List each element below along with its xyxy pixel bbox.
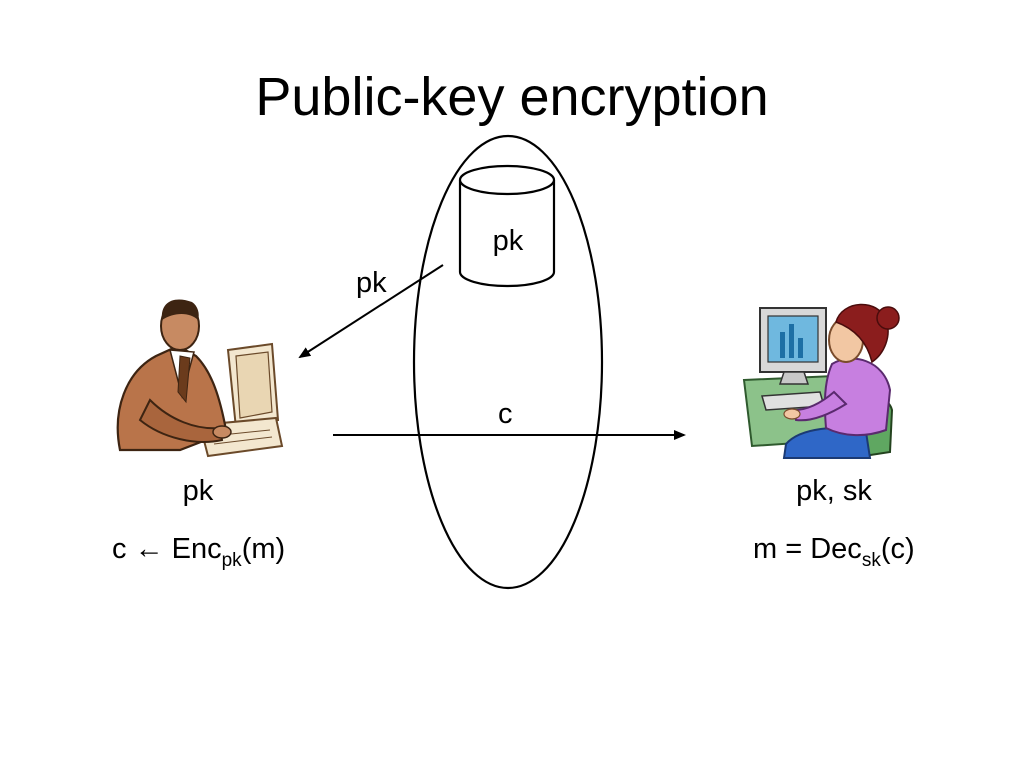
dec-argument: (c) bbox=[880, 533, 915, 565]
dec-lhs: m bbox=[753, 533, 778, 565]
woman-at-computer-icon bbox=[742, 303, 900, 459]
key-arrow bbox=[298, 264, 444, 359]
encryption-formula: c ← Encpk(m) bbox=[112, 532, 286, 571]
enc-function: Enc bbox=[171, 533, 222, 565]
enc-lhs: c bbox=[112, 533, 127, 565]
database-cylinder-icon bbox=[458, 164, 556, 288]
dec-subscript: sk bbox=[861, 550, 881, 571]
ciphertext-arrow-label: c bbox=[498, 398, 513, 430]
slide-title: Public-key encryption bbox=[255, 67, 769, 127]
channel-ellipse bbox=[412, 134, 604, 590]
receiver-keys-label: pk, sk bbox=[796, 475, 872, 507]
sender-keys-label: pk bbox=[182, 475, 214, 507]
dec-function: Dec bbox=[810, 533, 862, 565]
decryption-formula: m = Decsk(c) bbox=[753, 532, 915, 571]
database-label: pk bbox=[492, 225, 524, 257]
left-arrow: ← bbox=[134, 533, 164, 565]
man-at-computer-icon bbox=[116, 299, 284, 458]
enc-subscript: pk bbox=[221, 550, 242, 571]
equals-sign: = bbox=[785, 533, 803, 565]
key-arrow-label: pk bbox=[356, 267, 387, 299]
enc-argument: (m) bbox=[241, 533, 286, 565]
